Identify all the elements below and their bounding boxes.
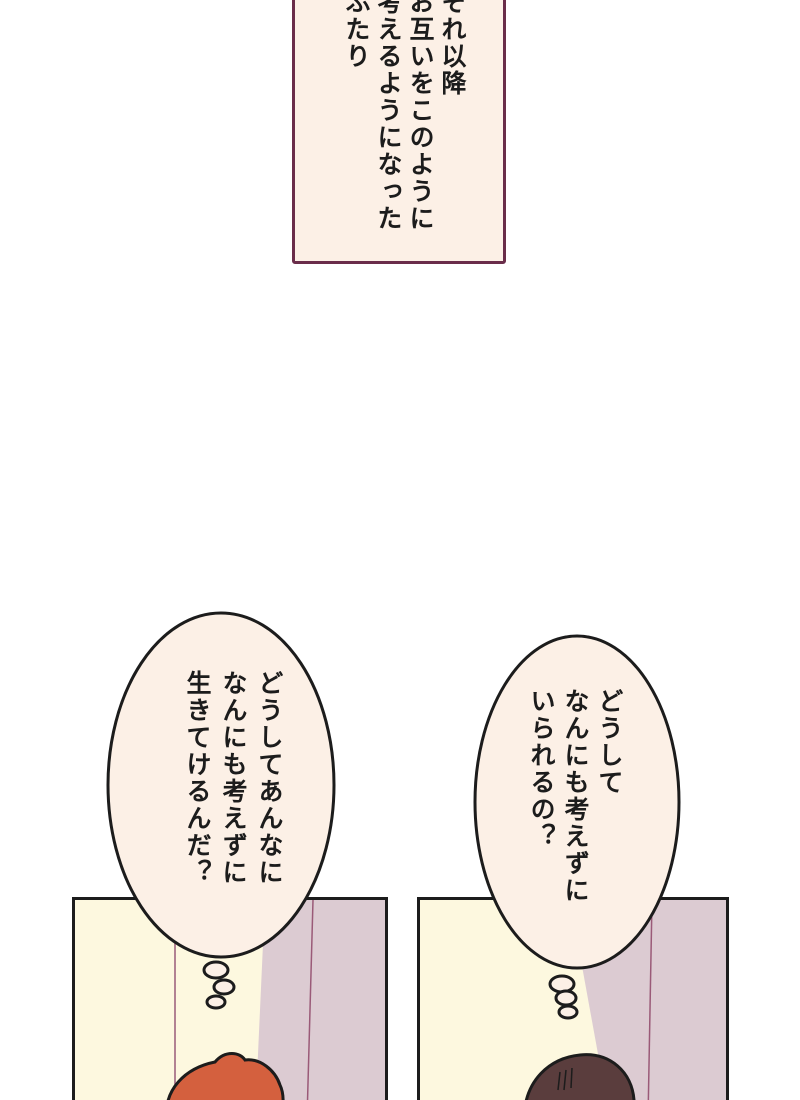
narration-line-1: それ以降 xyxy=(438,0,467,97)
bubble-left-line-3: 生きてけるんだ？ xyxy=(183,670,212,886)
narration-line-2: お互いをこのように xyxy=(406,0,435,232)
thought-bubble-left-shape xyxy=(106,611,336,1010)
thought-bubble-left: どうしてあんなに なんにも考えずに 生きてけるんだ？ xyxy=(104,610,338,1020)
narration-line-3: 考えるようになった xyxy=(374,0,403,232)
thought-dot-left-1 xyxy=(202,960,230,980)
bubble-right-line-2: なんにも考えずに xyxy=(561,688,590,904)
thought-dot-right-2 xyxy=(554,989,578,1007)
thought-bubble-right: どうして なんにも考えずに いられるの？ xyxy=(470,632,684,1022)
panel-left-wall-line xyxy=(306,900,314,1100)
bubble-left-line-1: どうしてあんなに xyxy=(255,670,284,886)
thought-dot-right-1 xyxy=(548,974,576,994)
thought-dot-left-2 xyxy=(212,978,236,996)
bubble-right-line-1: どうして xyxy=(595,688,624,796)
bubble-right-line-3: いられるの？ xyxy=(527,688,556,850)
panel-right-wall-line xyxy=(647,900,653,1100)
right-character-hair xyxy=(524,1053,636,1100)
narration-box: それ以降 お互いをこのように 考えるようになった ふたり xyxy=(292,0,506,264)
left-character-hair xyxy=(166,1052,285,1100)
right-character-hair-strands xyxy=(557,1067,573,1091)
panel-left-wall xyxy=(255,900,385,1100)
bubble-left-line-2: なんにも考えずに xyxy=(219,670,248,886)
thought-dot-right-3 xyxy=(557,1004,579,1020)
thought-dot-left-3 xyxy=(205,994,227,1010)
thought-bubble-right-shape xyxy=(473,634,681,1020)
narration-line-4: ふたり xyxy=(342,0,371,70)
